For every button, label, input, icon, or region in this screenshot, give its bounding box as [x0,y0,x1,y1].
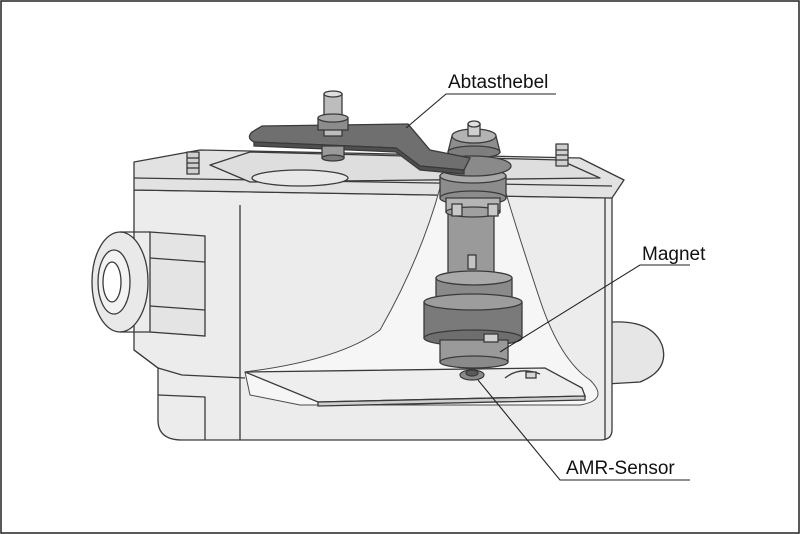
board-plate [244,367,586,403]
cutaway-cavity [244,187,599,406]
gland-nut [149,231,206,337]
callout-leaders [405,93,690,481]
label-lever: Abtasthebel [448,72,548,93]
leader-magnet [499,264,690,353]
amr-sensor-chip [459,369,485,381]
leader-sensor [477,379,690,481]
circuit-board [244,367,586,407]
label-magnet: Magnet [642,244,706,265]
housing-latch [605,321,665,385]
leader-lever [405,93,556,129]
scanning-lever [248,90,471,175]
lid-opening [251,169,349,187]
label-amr-sensor: AMR-Sensor [566,458,675,479]
housing-rim-line [133,177,613,187]
cable-gland [91,231,206,337]
